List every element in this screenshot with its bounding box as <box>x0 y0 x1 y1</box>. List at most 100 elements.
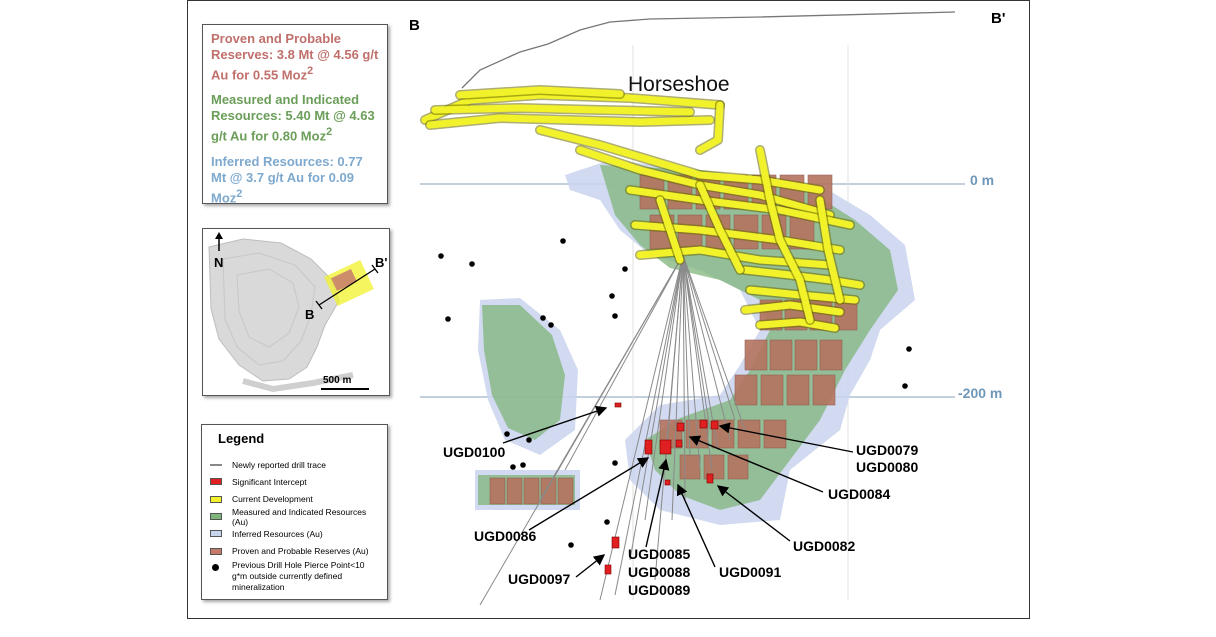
drill-trace <box>539 254 684 501</box>
callout-arrow <box>575 554 606 578</box>
callout-arrow <box>676 483 716 568</box>
section-start-label: B <box>409 17 420 34</box>
measured-summary: Measured and Indicated Resources: 5.40 M… <box>211 92 379 144</box>
reserve-block <box>727 454 749 480</box>
drill-trace <box>682 254 731 441</box>
reserve-block <box>737 419 761 449</box>
drill-trace <box>682 254 719 451</box>
reserve-block <box>760 374 784 406</box>
resource-summary-box: Proven and Probable Reserves: 3.8 Mt @ 4… <box>202 24 388 206</box>
elevation-label-0: 0 m <box>970 172 994 188</box>
section-tick-b <box>315 300 323 310</box>
drill-label-ugd0084: UGD0084 <box>828 486 890 502</box>
development-tunnel <box>696 181 744 274</box>
pierce-point <box>560 238 566 244</box>
deposit-resources <box>331 269 357 291</box>
legend-item-drill-trace: Newly reported drill trace <box>210 456 379 473</box>
development-tunnel <box>741 266 864 289</box>
pierce-point <box>445 316 451 322</box>
pit-outline <box>208 238 340 382</box>
location-map-graphic: N B B' 500 m <box>208 232 387 393</box>
reserve-block <box>819 339 843 371</box>
significant-intercept <box>676 422 685 432</box>
elevation-label-minus200: -200 m <box>958 385 1002 401</box>
legend-item-reserves: Proven and Probable Reserves (Au) <box>210 542 379 559</box>
pierce-point <box>520 462 526 468</box>
drill-trace <box>682 254 686 501</box>
pierce-point <box>902 383 908 389</box>
reserve-block <box>557 477 574 505</box>
callout-arrow <box>502 405 608 444</box>
callout-arrow <box>688 435 824 493</box>
drill-label-ugd0089: UGD0089 <box>628 582 690 598</box>
drill-trace <box>682 254 711 431</box>
pierce-point <box>612 460 618 466</box>
pierce-point <box>622 266 628 272</box>
drill-trace <box>614 254 684 596</box>
development-tunnel <box>656 196 684 264</box>
north-label: N <box>214 255 223 270</box>
legend-item-measured: Measured and Indicated Resources (Au) <box>210 507 379 527</box>
reserve-block <box>794 339 818 371</box>
significant-intercept <box>706 473 714 484</box>
pierce-point-swatch <box>212 563 219 571</box>
section-tick-b-prime <box>371 264 379 274</box>
drill-trace <box>564 254 684 471</box>
deposit-name: Horseshoe <box>628 73 730 96</box>
current-development <box>420 85 865 333</box>
significant-intercept <box>675 439 683 448</box>
development-tunnel <box>696 101 724 154</box>
drill-trace <box>629 254 684 561</box>
pierce-point <box>510 464 516 470</box>
development-tunnel <box>626 186 854 229</box>
reserve-block <box>540 477 557 505</box>
legend-item-intercept: Significant Intercept <box>210 473 379 490</box>
scale-label: 500 m <box>323 375 351 386</box>
pierce-point <box>612 313 618 319</box>
callout-arrows <box>502 405 854 578</box>
development-tunnel <box>456 86 624 99</box>
significant-intercepts <box>604 402 719 575</box>
drill-label-ugd0080: UGD0080 <box>856 459 918 475</box>
significant-intercept <box>659 439 672 455</box>
reserves-swatch <box>210 547 222 555</box>
inferred-summary: Inferred Resources: 0.77 Mt @ 3.7 g/t Au… <box>211 154 379 206</box>
inferred-text: Inferred Resources: 0.77 Mt @ 3.7 g/t Au… <box>211 153 363 205</box>
pierce-point <box>504 431 510 437</box>
drill-trace <box>682 254 691 456</box>
reserves-summary: Proven and Probable Reserves: 3.8 Mt @ 4… <box>211 31 379 83</box>
drill-trace <box>682 254 746 431</box>
legend-label: Previous Drill Hole Pierce Point<10 g*m … <box>232 559 365 592</box>
reserve-block <box>812 374 836 406</box>
reserve-block <box>734 374 758 406</box>
legend-item-development: Current Development <box>210 491 379 508</box>
topography-line <box>461 11 956 89</box>
pit-contour-inner <box>236 268 300 348</box>
reserve-block <box>506 477 523 505</box>
measured-footnote: 2 <box>326 126 333 139</box>
pierce-points <box>438 238 912 548</box>
pierce-point <box>438 253 444 259</box>
callout-arrow <box>716 485 791 542</box>
legend-label: Proven and Probable Reserves (Au) <box>232 546 369 557</box>
reserve-block <box>703 454 725 480</box>
legend-title: Legend <box>218 431 265 446</box>
reserve-block <box>679 454 701 480</box>
significant-intercept <box>664 479 671 486</box>
drill-trace-swatch <box>210 463 222 466</box>
drill-trace <box>682 254 713 471</box>
reserve-block <box>786 374 810 406</box>
point-b-prime-label: B' <box>375 255 387 270</box>
significant-intercept <box>614 402 622 408</box>
north-arrow-head-icon <box>215 232 223 239</box>
drill-trace <box>682 254 701 471</box>
pierce-point <box>609 293 615 299</box>
pierce-point <box>469 261 475 267</box>
legend-label: Inferred Resources (Au) <box>232 528 323 539</box>
callout-arrow <box>645 458 670 548</box>
development-tunnel <box>741 301 844 316</box>
drill-trace <box>682 254 736 421</box>
drill-label-ugd0097: UGD0097 <box>508 571 570 587</box>
reserves-text: Proven and Probable Reserves: 3.8 Mt @ 4… <box>211 31 379 83</box>
